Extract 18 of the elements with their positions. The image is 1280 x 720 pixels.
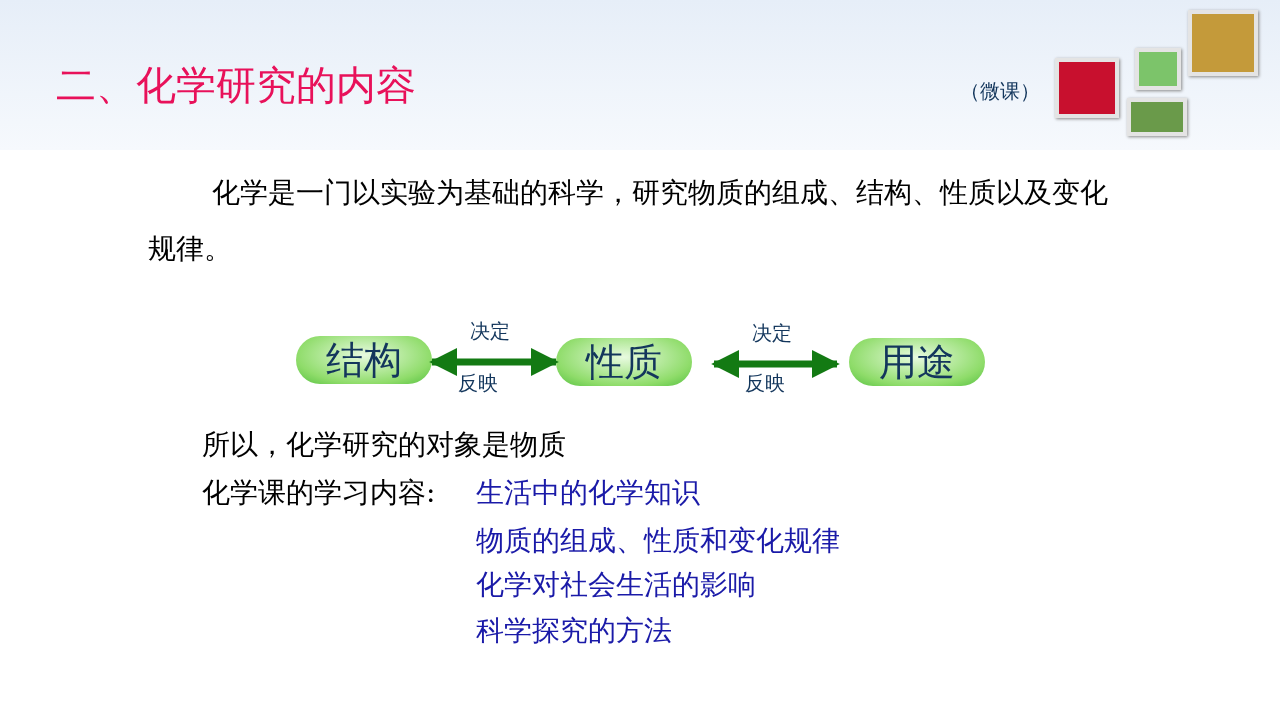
rounded-box: 性质 xyxy=(556,338,692,386)
course-tag: （微课） xyxy=(960,78,1040,105)
list-item: 生活中的化学知识 xyxy=(476,475,700,511)
edge-label: 决定 xyxy=(751,320,792,347)
arrow-caption: 反映 xyxy=(458,370,498,397)
rounded-box: 用途 xyxy=(849,338,985,386)
list-item: 化学对社会生活的影响 xyxy=(476,567,756,603)
double-arrow xyxy=(711,350,840,378)
double-arrow xyxy=(429,348,559,376)
statement-text: 所以，化学研究的对象是物质 xyxy=(202,427,566,463)
slide-title: 二、化学研究的内容 xyxy=(56,61,416,110)
list-item: 科学探究的方法 xyxy=(476,613,672,649)
list-item: 物质的组成、性质和变化规律 xyxy=(476,523,840,559)
intro-paragraph: 化学是一门以实验为基础的科学，研究物质的组成、结构、性质以及变化规律。 xyxy=(148,175,1109,267)
arrow-caption: 反映 xyxy=(745,370,785,397)
rounded-box: 结构 xyxy=(296,336,432,384)
content-heading: 化学课的学习内容: xyxy=(202,475,436,511)
edge-label: 决定 xyxy=(470,318,510,345)
